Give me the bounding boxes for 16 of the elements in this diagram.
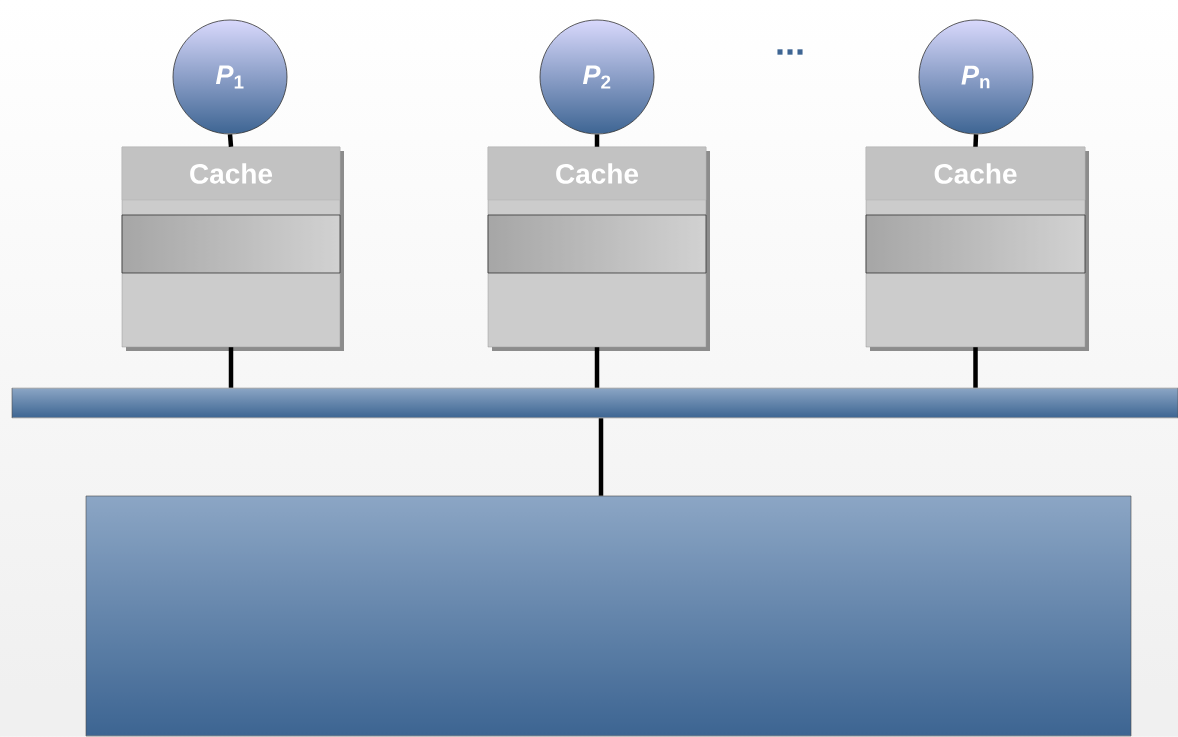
cache-header: Cache [487,146,707,201]
connector-line [973,347,978,388]
cache-line-box [487,214,707,274]
cache-header: Cache [121,146,341,201]
connector-line [227,134,234,147]
cache-line-box [865,214,1086,274]
connector-line [598,418,604,496]
connector-line [228,347,234,388]
cache-header: Cache [865,146,1086,201]
bus-bar [11,387,1178,419]
ellipsis-dots: ... [777,49,803,55]
memory-box [85,495,1132,737]
connector-line [594,347,600,388]
cache-line-box [121,214,341,274]
connector-line [594,134,600,147]
connector-line [973,134,979,147]
